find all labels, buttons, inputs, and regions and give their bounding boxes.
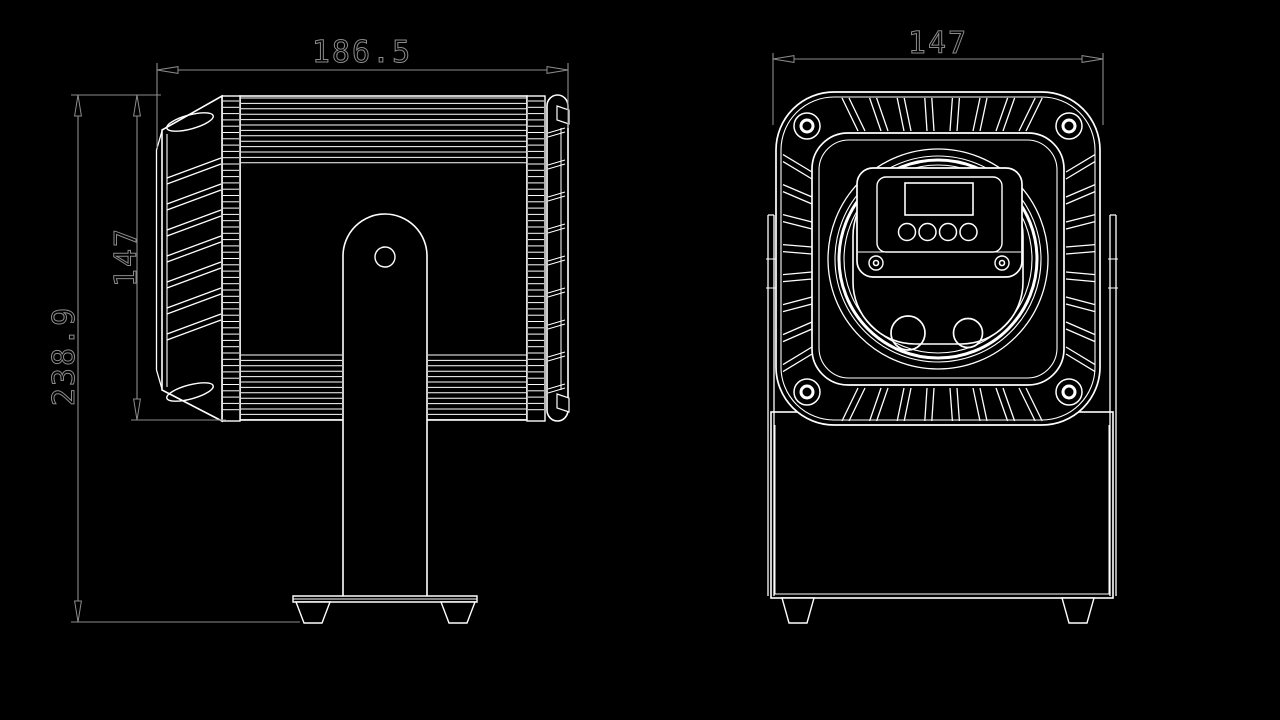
lcd-display [904, 182, 974, 216]
side-fin-band-top [241, 97, 526, 164]
arrowhead-down [133, 398, 141, 421]
side-geometry [155, 94, 570, 624]
side-bezel-vent-bottom [166, 382, 214, 402]
front-yoke-arm-left [767, 214, 775, 596]
mounting-yoke-arm [342, 213, 428, 596]
front-base-box-inner [774, 425, 1110, 595]
control-panel-body [856, 167, 1023, 278]
front-dimensions: 147 [772, 26, 1104, 125]
side-fin-band-bottom [241, 354, 526, 421]
panel-screw-right [994, 255, 1010, 271]
panel-screw-left-center [872, 259, 880, 267]
front-extension-lines [772, 53, 1104, 125]
front-corner-screws [793, 112, 1083, 406]
front-dim-width-147: 147 [772, 26, 1104, 63]
front-yoke-arm-right-ticks [1108, 258, 1118, 289]
side-foot-left [294, 601, 332, 624]
dim-width-186: 186.5 [156, 35, 569, 74]
arrowhead-up [74, 94, 82, 117]
panel-screw-right-center [998, 259, 1006, 267]
side-extension-lines [71, 63, 569, 623]
front-dim-width-label: 147 [908, 26, 968, 61]
control-panel [856, 167, 1023, 278]
front-geometry [766, 91, 1118, 624]
front-inner-frame [811, 132, 1065, 386]
front-foot-right [1061, 597, 1095, 624]
side-lens-rim [155, 130, 163, 390]
dim-width-label: 186.5 [312, 35, 412, 70]
front-lens-rings [827, 148, 1049, 370]
arrowhead-right [1081, 55, 1104, 63]
side-dimensions: 186.5 147 238.9 [47, 35, 569, 623]
front-yoke-arm-left-ticks [766, 258, 776, 289]
corner-screw-center [799, 384, 815, 400]
menu-button-2 [918, 222, 937, 242]
front-yoke-arm-right [1109, 214, 1117, 596]
dim-body-height-147: 147 [109, 94, 145, 421]
dim-total-height-238: 238.9 [47, 94, 83, 623]
connector-port-left [890, 315, 926, 351]
side-rear-latch-bottom [556, 393, 570, 413]
menu-button-4 [959, 222, 978, 242]
corner-screw [793, 112, 821, 140]
side-rear-latch-top [556, 105, 570, 125]
side-rear-knurl-lines [528, 100, 544, 411]
front-base-box [770, 411, 1114, 599]
menu-button-3 [938, 222, 958, 242]
arrowhead-left [156, 66, 179, 74]
side-bezel-fins [166, 157, 222, 341]
front-foot-left [781, 597, 815, 624]
front-inner-frame-offset [818, 139, 1058, 379]
front-view: 147 [766, 26, 1118, 624]
side-foot-right [439, 601, 477, 624]
side-lens-bezel [161, 94, 223, 423]
corner-screw-center [1061, 384, 1077, 400]
arrowhead-left [772, 55, 795, 63]
connector-port-right [952, 317, 984, 349]
side-rear-cover-segments [547, 127, 566, 394]
side-bezel-vent-top [166, 112, 214, 132]
panel-screw-left [868, 255, 884, 271]
side-front-knurl-lines [223, 100, 239, 411]
arrowhead-up [133, 94, 141, 117]
control-panel-face [876, 176, 1003, 253]
dim-total-height-label: 238.9 [47, 306, 82, 406]
menu-button-1 [897, 222, 917, 242]
yoke-pivot-hole [374, 246, 396, 268]
corner-screw-center [799, 118, 815, 134]
side-view: 186.5 147 238.9 [47, 35, 570, 624]
corner-screw [793, 378, 821, 406]
corner-screw-center [1061, 118, 1077, 134]
arrowhead-right [546, 66, 569, 74]
arrowhead-down [74, 600, 82, 623]
front-housing-offset [780, 96, 1096, 421]
corner-screw [1055, 112, 1083, 140]
dim-body-height-label: 147 [109, 227, 144, 287]
corner-screw [1055, 378, 1083, 406]
front-housing-fins [782, 97, 1096, 422]
